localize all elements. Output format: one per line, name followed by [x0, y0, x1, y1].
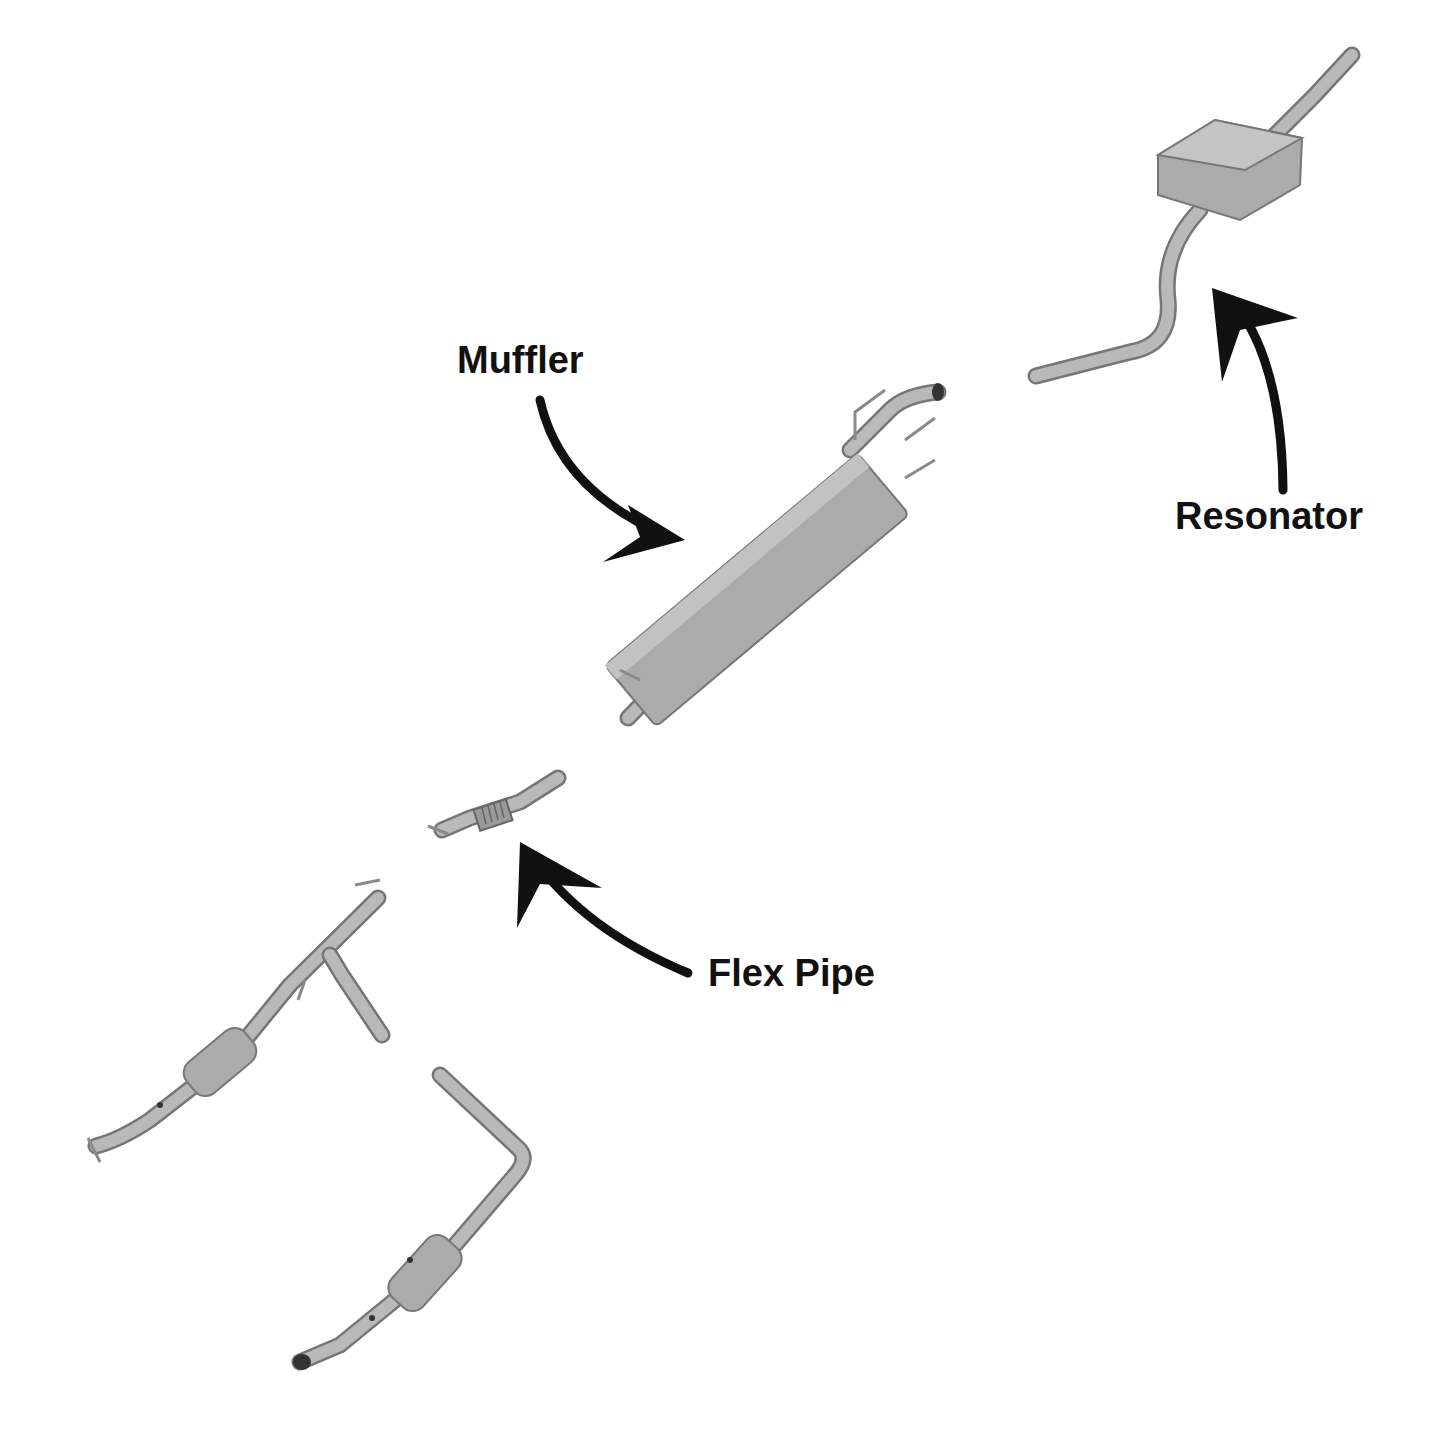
leader-arrows [517, 288, 1298, 973]
part-label: Muffler [457, 340, 584, 382]
resonator-part [1036, 55, 1352, 376]
y-pipe-part [88, 880, 382, 1162]
part-label: Resonator [1175, 496, 1363, 538]
converter-pipe-part [293, 1075, 523, 1370]
flex-pipe-part [428, 778, 558, 834]
muffler-part [605, 383, 944, 727]
part-label: Flex Pipe [708, 953, 875, 995]
